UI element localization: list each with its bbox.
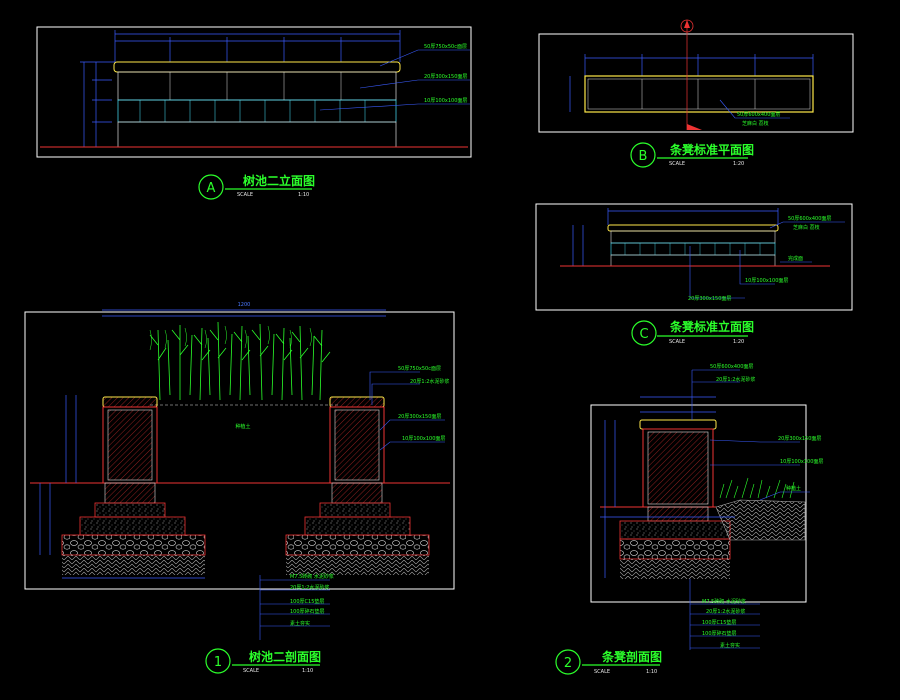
view-2-title: 条凳剖面图 [601, 649, 662, 664]
view-a-marker: A [207, 181, 216, 196]
view-1-note-right-3: 20厚300x150面层 [398, 414, 441, 420]
view-2-note-right-4: 10厚100x100面层 [780, 459, 823, 465]
view-c-note-2: 芝麻白 荔枝 [793, 224, 820, 231]
view-c-title-block: C 条凳标准立面图 SCALE 1:20 [631, 319, 754, 346]
view-c-note-4: 20厚300x150面层 [688, 296, 731, 302]
view-1-marker: 1 [214, 655, 222, 670]
view-c-marker-circle [631, 320, 657, 346]
view-1-title: 树池二剖面图 [249, 649, 321, 664]
view-1-note-bottom-4: 100厚碎石垫层 [290, 608, 325, 615]
view-2-note-bottom-2: 20厚1:2水泥砂浆 [706, 608, 745, 615]
view-b-title: 条凳标准平面图 [669, 142, 754, 157]
view-1-note-right-4: 10厚100x100面层 [402, 436, 445, 442]
view-1-section: 1200 [24, 302, 455, 640]
view-1-center-label: 种植土 [235, 423, 250, 430]
view-2-marker: 2 [564, 656, 572, 671]
view-c-scale-value: 1:20 [733, 339, 744, 345]
view-2-note-right-2: 20厚1:2水泥砂浆 [716, 376, 755, 383]
view-1-scale-value: 1:10 [302, 668, 313, 674]
view-a-title: 树池二立面图 [243, 173, 315, 188]
view-a-note-1: 50厚750x50c面层 [424, 44, 467, 50]
view-b-scale-value: 1:20 [733, 161, 744, 167]
view-c-note-3: 10厚100x100面层 [745, 278, 788, 284]
view-a-title-block: A 树池二立面图 SCALE 1:10 [198, 173, 315, 200]
view-2-note-bottom-3: 100厚C15垫层 [702, 619, 736, 626]
view-2-scale-label: SCALE [594, 669, 610, 675]
view-1-marker-circle [205, 648, 231, 674]
view-1-note-right-1: 50厚750x50c面层 [398, 366, 441, 372]
view-2-marker-circle [555, 649, 581, 675]
view-c-elevation: 50厚600x400面层 芝麻白 荔枝 10厚100x100面层 20厚300x… [535, 203, 853, 311]
view-b-marker: B [639, 149, 648, 164]
view-2-note-bottom-1: M7.5砖砌 水泥砂浆 [702, 598, 746, 605]
view-a-note-3: 10厚100x100面层 [424, 98, 467, 104]
plant-group [149, 321, 331, 401]
view-1-note-bottom-3: 100厚C15垫层 [290, 598, 324, 605]
view-c-marker: C [639, 327, 648, 342]
view-2-note-right-1: 50厚600x400面层 [710, 364, 753, 370]
view-1-note-bottom-2: 20厚1:2水泥砂浆 [290, 584, 329, 591]
view-c-note-1: 50厚600x400面层 [788, 216, 831, 222]
view-1-top-dim: 1200 [238, 302, 251, 308]
view-2-section: 50厚600x400面层 20厚1:2水泥砂浆 20厚300x150面层 10厚… [590, 364, 823, 650]
view-b-title-block: B 条凳标准平面图 SCALE 1:20 [630, 142, 754, 168]
view-2-frame [590, 404, 807, 603]
view-b-frame [538, 33, 854, 133]
view-c-scale-label: SCALE [669, 339, 685, 345]
view-2-title-block: 2 条凳剖面图 SCALE 1:10 [555, 649, 662, 675]
view-2-note-bottom-4: 100厚碎石垫层 [702, 630, 737, 637]
view-a-scale-label: SCALE [237, 192, 253, 198]
view-a-scale-value: 1:10 [298, 192, 309, 198]
view-1-frame [24, 311, 455, 590]
view-2-scale-value: 1:10 [646, 669, 657, 675]
view-a-frame [36, 26, 472, 158]
view-1-note-right-2: 20厚1:2水泥砂浆 [410, 378, 449, 385]
view-b-note-1: 50厚600x400面层 [737, 112, 780, 118]
view-2-note-right-5: 种植土 [786, 485, 801, 492]
view-c-note-5: 完成面 [788, 255, 803, 262]
view-2-note-bottom-5: 素土夯实 [720, 642, 740, 649]
view-c-title: 条凳标准立面图 [669, 319, 754, 334]
view-b-marker-circle [630, 142, 656, 168]
view-1-title-block: 1 树池二剖面图 SCALE 1:10 [205, 648, 321, 674]
view-b-scale-label: SCALE [669, 161, 685, 167]
view-c-frame [535, 203, 853, 311]
view-b-plan: 50厚600x400面层 芝麻白 荔枝 [538, 19, 854, 133]
view-a-elevation: 50厚750x50c面层 20厚300x150面层 10厚100x100面层 [36, 26, 472, 158]
view-2-note-right-3: 20厚300x150面层 [778, 436, 821, 442]
view-1-scale-label: SCALE [243, 668, 259, 674]
view-1-note-bottom-1: M7.5砖砌 水泥砂浆 [290, 573, 334, 580]
view-b-note-2: 芝麻白 荔枝 [742, 120, 769, 127]
view-a-marker-circle [198, 174, 224, 200]
view-1-note-bottom-5: 素土夯实 [290, 620, 310, 627]
view-a-note-2: 20厚300x150面层 [424, 74, 467, 80]
